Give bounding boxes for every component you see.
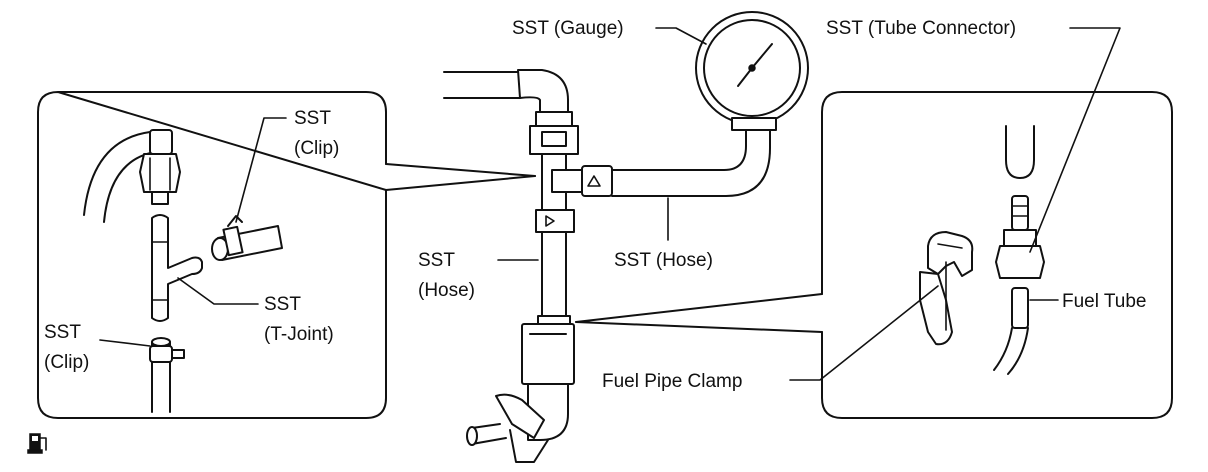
- fuel-inlet-pipe: [443, 69, 569, 117]
- lower-hose: [535, 209, 575, 325]
- left-detail-box: [37, 91, 536, 419]
- right-detail-box: [575, 91, 1173, 419]
- leader-tjoint: [177, 277, 259, 305]
- center-t-body: [541, 153, 613, 215]
- tube-with-clip-lower: [149, 337, 185, 413]
- label-sst-clip-top-2: (Clip): [294, 138, 339, 159]
- label-fuel-tube: Fuel Tube: [1062, 291, 1147, 312]
- leader-clip-bottom: [99, 339, 151, 347]
- label-sst-hose-left-2: (Hose): [418, 280, 475, 301]
- leader-fuel-pipe-clamp: [789, 285, 939, 381]
- fuel-pump-icon: [27, 433, 47, 454]
- fuel-pump-body: [466, 323, 575, 463]
- label-sst-tube-connector: SST (Tube Connector): [826, 18, 1016, 39]
- upper-tube: [1005, 125, 1035, 179]
- label-sst-hose-right: SST (Hose): [614, 250, 713, 271]
- fuel-tube: [993, 287, 1029, 375]
- tube-with-clip-upper: [211, 215, 283, 261]
- t-joint: [151, 214, 203, 322]
- upper-connector: [529, 111, 579, 155]
- label-sst-hose-left-1: SST: [418, 250, 455, 271]
- label-sst-clip-top-1: SST: [294, 108, 331, 129]
- leader-gauge: [655, 27, 707, 45]
- label-sst-tjoint-2: (T-Joint): [264, 324, 334, 345]
- label-sst-gauge: SST (Gauge): [512, 18, 624, 39]
- gauge-hose: [611, 123, 771, 197]
- fuel-hose-with-nut: [83, 129, 181, 223]
- label-sst-clip-bottom-1: SST: [44, 322, 81, 343]
- leader-clip-top: [235, 117, 287, 223]
- pressure-gauge: [695, 11, 809, 131]
- label-fuel-pipe-clamp: Fuel Pipe Clamp: [602, 371, 742, 392]
- leader-tube-connector: [1029, 27, 1121, 253]
- fuel-pipe-clamp: [919, 231, 974, 346]
- label-sst-clip-bottom-2: (Clip): [44, 352, 89, 373]
- label-sst-tjoint-1: SST: [264, 294, 301, 315]
